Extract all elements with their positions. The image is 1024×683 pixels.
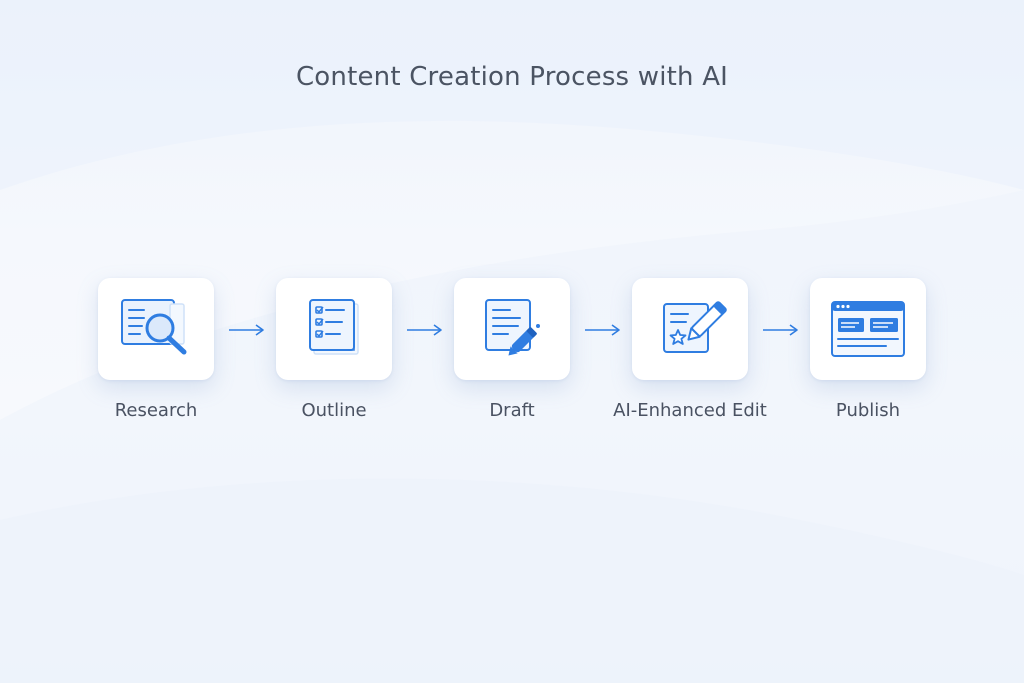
browser-window-icon — [831, 301, 905, 357]
step-label: Research — [114, 400, 198, 421]
step-label: Draft — [489, 400, 535, 421]
step-label: Publish — [835, 400, 901, 421]
step-card — [810, 278, 926, 380]
arrow-right-icon — [763, 324, 798, 336]
arrow-right-icon — [585, 324, 620, 336]
step-card — [98, 278, 214, 380]
arrow-right-icon — [229, 324, 264, 336]
page-title: Content Creation Process with AI — [295, 62, 729, 92]
document-pen-icon — [485, 299, 540, 356]
step-card — [454, 278, 570, 380]
arrow-right-icon — [407, 324, 442, 336]
document-magnifier-icon — [121, 299, 187, 355]
step-card — [632, 278, 748, 380]
step-label: Outline — [301, 400, 367, 421]
star-document-pencil-icon — [663, 301, 727, 353]
step-label: AI-Enhanced Edit — [613, 400, 767, 421]
step-card — [276, 278, 392, 380]
checklist-icon — [309, 299, 359, 355]
